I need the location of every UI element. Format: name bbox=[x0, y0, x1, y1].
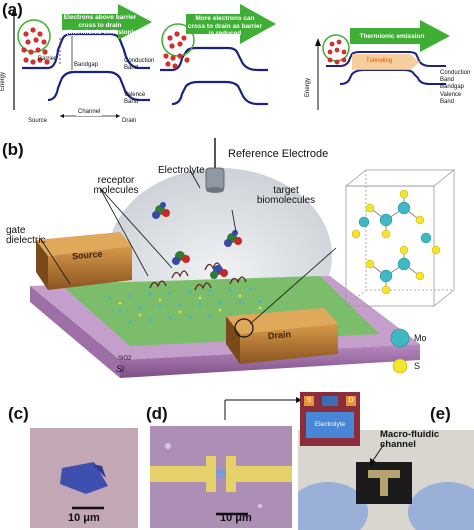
substrate-front-left bbox=[30, 286, 120, 378]
conduction-band-label: Conduction Band bbox=[124, 58, 155, 71]
conduction-band-2 bbox=[160, 46, 268, 72]
drain-block-top bbox=[226, 308, 338, 334]
target-biomolecules bbox=[152, 202, 242, 279]
micrograph-c bbox=[30, 428, 138, 528]
source-block-front bbox=[48, 246, 132, 290]
inset-electrolyte: Electrolyte bbox=[306, 412, 354, 438]
scale-label-c: 10 μm bbox=[68, 512, 100, 524]
gate-dielectric-label: gate dielectric bbox=[6, 225, 46, 246]
pointer-lines bbox=[39, 169, 337, 325]
panel-label-b: (b) bbox=[2, 140, 24, 159]
panel-label-d: (d) bbox=[146, 404, 168, 423]
si-label: Si bbox=[116, 364, 125, 374]
s-label: S bbox=[414, 361, 421, 371]
tunneling-label: Tunneling bbox=[366, 58, 393, 64]
mos2-crystal-box bbox=[344, 169, 456, 307]
electrolyte-label: Electrolyte bbox=[158, 165, 205, 176]
device-d bbox=[150, 443, 292, 516]
inset-schematic-e: S D Electrolyte bbox=[300, 392, 360, 446]
drain-block-front bbox=[240, 324, 338, 364]
sio2-label: SiO2 bbox=[118, 356, 132, 362]
bandgap-label-r: Bandgap bbox=[440, 84, 465, 90]
panel-label-e: (e) bbox=[430, 404, 451, 423]
bandgap-label: Bandgap bbox=[74, 62, 99, 68]
electrons-2 bbox=[163, 31, 190, 69]
energy-axis-arrow-right bbox=[315, 38, 321, 46]
source-label: Source bbox=[28, 118, 48, 124]
electrons-3 bbox=[327, 39, 347, 65]
conduction-band-3 bbox=[326, 51, 446, 67]
target-biomolecules-label: target biomolecules bbox=[256, 185, 316, 206]
valence-band-label-r: Valence Band bbox=[440, 92, 462, 105]
flake-c bbox=[60, 462, 108, 510]
arrow-thermionic-2 bbox=[186, 4, 276, 44]
photo-e bbox=[298, 430, 474, 530]
valence-band-label: Valence Band bbox=[124, 92, 146, 105]
scale-label-d: 10 μm bbox=[220, 512, 252, 524]
gloved-hands bbox=[298, 462, 474, 530]
inset-channel bbox=[322, 396, 338, 406]
arrow1-text: Electrons above barrier cross to drain (… bbox=[63, 14, 137, 36]
electrons-1 bbox=[21, 27, 50, 65]
receptor-molecules bbox=[149, 262, 247, 291]
substrate-front bbox=[120, 344, 420, 378]
barrier-label: Barrier bbox=[38, 56, 57, 62]
zoom-circle bbox=[234, 318, 254, 338]
conduction-band-label-r: Conduction Band bbox=[440, 70, 471, 83]
drain-label: Drain bbox=[122, 118, 137, 124]
micrograph-d bbox=[150, 426, 292, 528]
mos2-crystal-atoms bbox=[351, 189, 441, 295]
arrow2-text: More electrons can cross to drain as bar… bbox=[187, 15, 263, 37]
arrow3-text: Thermionic emission bbox=[359, 33, 425, 40]
valence-band-2 bbox=[171, 80, 268, 106]
s-legend-atom bbox=[392, 358, 408, 374]
reference-electrode-label: Reference Electrode bbox=[228, 148, 329, 160]
biosensor-schematic bbox=[30, 138, 456, 378]
electron-highlight-1 bbox=[17, 19, 51, 53]
valence-band-1 bbox=[47, 70, 150, 102]
receptor-molecules-label: receptor molecules bbox=[93, 175, 139, 196]
arrow-thermionic-3 bbox=[350, 20, 450, 52]
macro-fluidic-label: Macro-fluidic channel bbox=[380, 429, 440, 450]
mo-label: Mo bbox=[414, 333, 427, 343]
source-block-top bbox=[36, 232, 132, 256]
panel-label-a: (a) bbox=[2, 0, 23, 19]
mo-legend-atom bbox=[390, 328, 410, 348]
mos2-lattice bbox=[108, 287, 272, 324]
energy-axis-arrow-left bbox=[11, 8, 17, 16]
inset-s-pad: S bbox=[304, 396, 314, 406]
conduction-band-1 bbox=[22, 32, 150, 70]
band-diagram-a bbox=[11, 4, 450, 118]
inset-d-pad: D bbox=[346, 396, 356, 406]
channel-label: Channel bbox=[76, 109, 103, 116]
arrow-thermionic-1 bbox=[62, 4, 152, 40]
tunneling-highlight bbox=[352, 54, 420, 70]
panel-label-c: (c) bbox=[8, 404, 29, 423]
